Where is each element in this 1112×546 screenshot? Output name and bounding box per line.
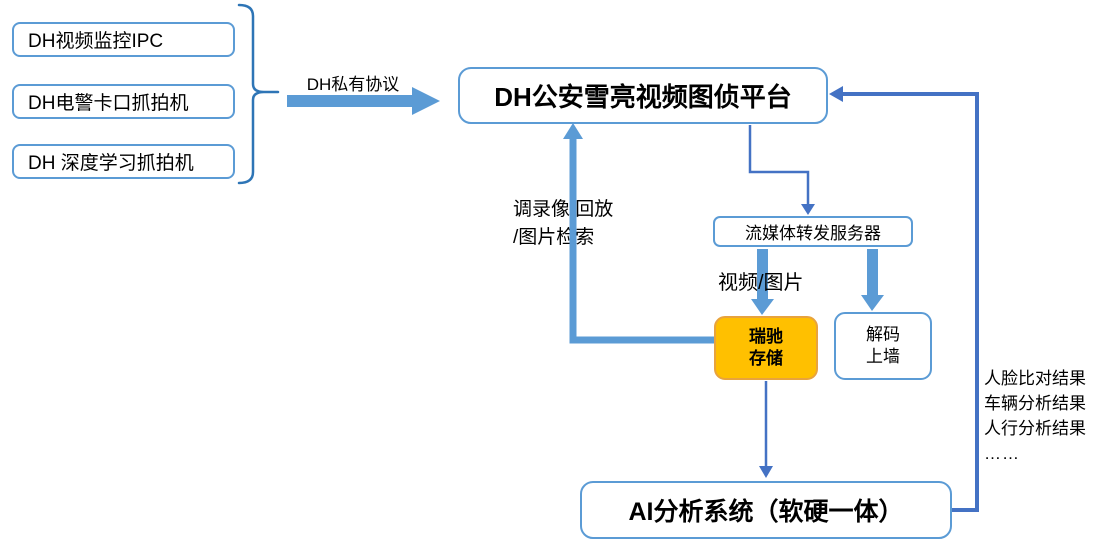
arrowhead-storage-to-platform: [563, 123, 583, 139]
arrow-storage-to-platform: [569, 137, 714, 344]
source-group-brace: [237, 3, 280, 185]
arrow-platform-to-mediaserver: [748, 125, 810, 205]
arrowhead-storage-to-ai: [759, 466, 773, 478]
recall-label-line1: 调录像/回放: [513, 199, 614, 220]
arrowhead-platform-to-mediaserver: [801, 204, 815, 215]
arrow-mediaserver-to-storage: [751, 249, 774, 315]
protocol-arrow: [287, 87, 440, 115]
arrowhead-ai-to-platform: [829, 86, 843, 102]
arrow-mediaserver-to-decode: [861, 249, 884, 311]
arrow-ai-to-platform: [841, 92, 979, 512]
